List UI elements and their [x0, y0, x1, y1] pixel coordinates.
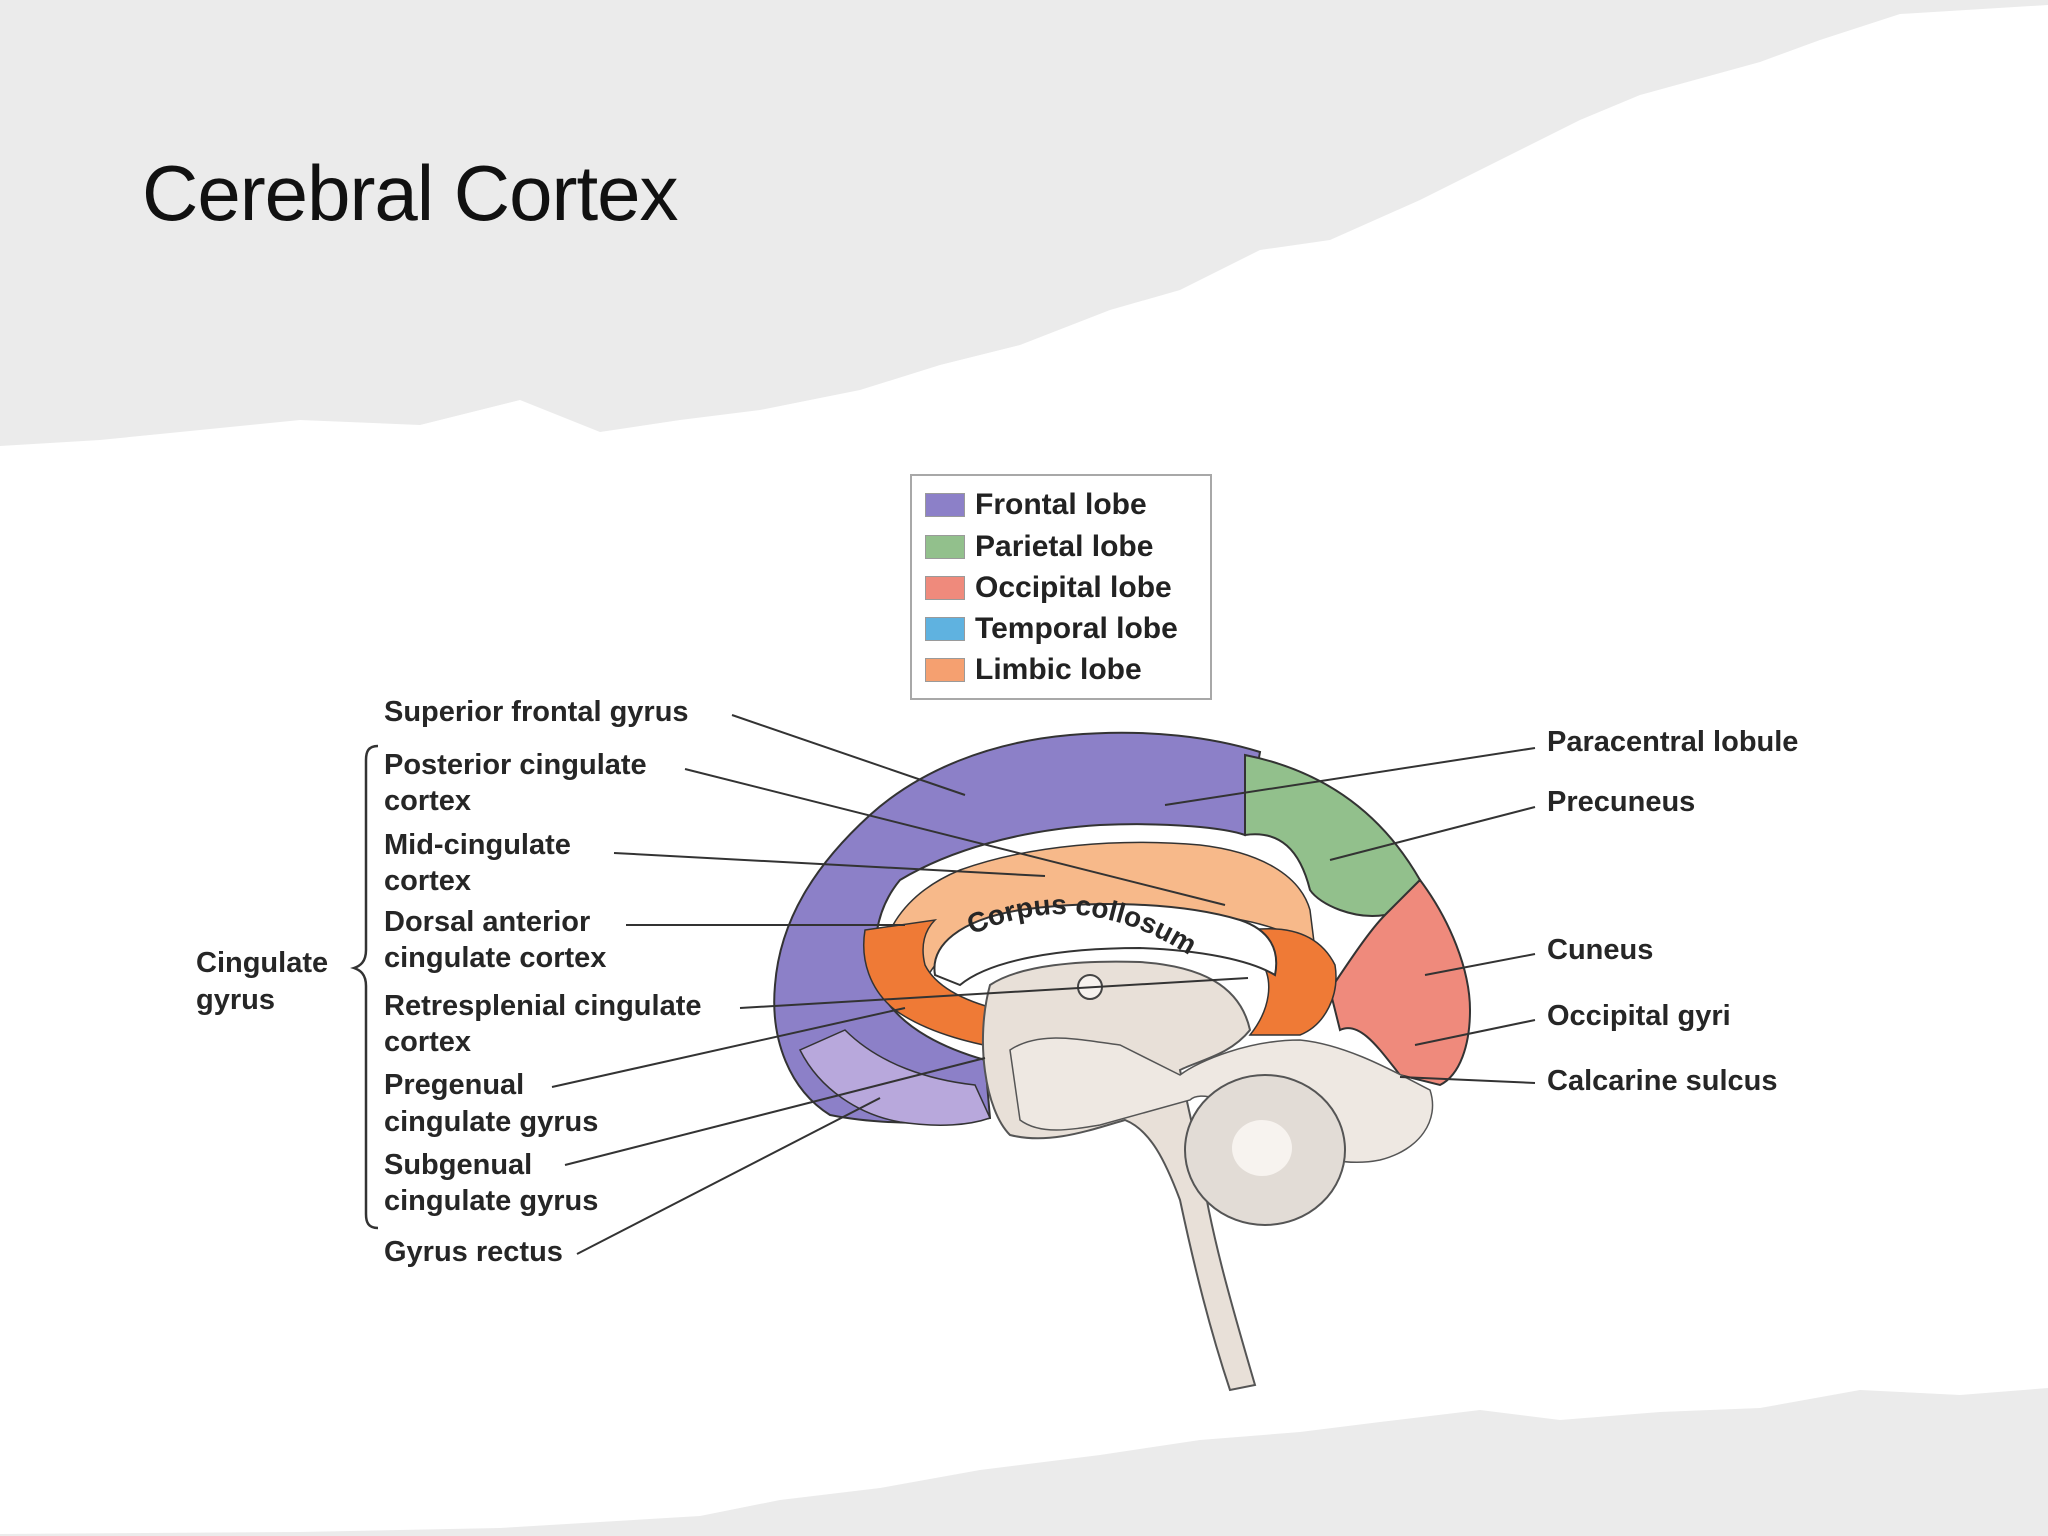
- line-paracentral: [1164, 747, 1536, 806]
- label-calcarine-sulcus: Calcarine sulcus: [1547, 1065, 1778, 1097]
- label-dorsal-anterior-line1: Dorsal anterior: [384, 906, 591, 938]
- label-cuneus: Cuneus: [1547, 934, 1654, 966]
- legend-label-frontal: Frontal lobe: [975, 488, 1147, 521]
- legend-item-parietal: Parietal lobe: [925, 530, 1154, 563]
- label-cingulate-gyrus-line2: gyrus: [196, 984, 275, 1016]
- legend-label-parietal: Parietal lobe: [975, 530, 1154, 563]
- label-subgenual-line2: cingulate gyrus: [384, 1185, 599, 1217]
- line-posterior-cingulate: [684, 768, 1226, 906]
- line-occipital-gyri: [1414, 1019, 1536, 1046]
- line-subgenual: [564, 1057, 986, 1166]
- legend-swatch-frontal: [925, 493, 965, 517]
- label-mid-cingulate-line1: Mid-cingulate: [384, 829, 571, 861]
- legend-label-occipital: Occipital lobe: [975, 571, 1172, 604]
- line-precuneus: [1329, 806, 1536, 861]
- legend-item-occipital: Occipital lobe: [925, 571, 1172, 604]
- parietal-lobe-region: [1244, 753, 1422, 917]
- label-cingulate-gyrus-line1: Cingulate: [196, 947, 329, 979]
- label-posterior-cingulate-line2: cortex: [384, 785, 472, 817]
- gyrus-rectus-region: [798, 1029, 992, 1126]
- bottom-gray-band: [0, 1388, 2048, 1536]
- label-retrosplenial-line1: Retresplenial cingulate: [384, 990, 702, 1022]
- legend-item-limbic: Limbic lobe: [925, 653, 1142, 686]
- legend-swatch-limbic: [925, 658, 965, 682]
- cingulate-bracket: [350, 744, 379, 1230]
- legend-swatch-parietal: [925, 535, 965, 559]
- legend-swatch-temporal: [925, 617, 965, 641]
- label-dorsal-anterior-line2: cingulate cortex: [384, 942, 607, 974]
- line-pregenual: [551, 1007, 906, 1088]
- label-mid-cingulate-line2: cortex: [384, 865, 472, 897]
- legend-label-temporal: Temporal lobe: [975, 612, 1178, 645]
- legend-swatch-occipital: [925, 576, 965, 600]
- label-occipital-gyri: Occipital gyri: [1547, 1000, 1731, 1032]
- leader-lines: [551, 714, 1536, 1255]
- legend-item-temporal: Temporal lobe: [925, 612, 1178, 645]
- line-cuneus: [1424, 953, 1536, 976]
- line-gyrus-rectus: [576, 1097, 881, 1255]
- label-posterior-cingulate-line1: Posterior cingulate: [384, 749, 647, 781]
- slide-title: Cerebral Cortex: [142, 149, 679, 237]
- label-precuneus: Precuneus: [1547, 786, 1696, 818]
- label-paracentral-lobule: Paracentral lobule: [1547, 726, 1799, 758]
- label-retrosplenial-line2: cortex: [384, 1026, 472, 1058]
- legend-box: Frontal lobe Parietal lobe Occipital lob…: [910, 474, 1212, 700]
- frontal-lobe-region: [773, 731, 1262, 1124]
- corpus-callosum-shape: [933, 903, 1278, 987]
- cerebellum-core: [1232, 1120, 1292, 1176]
- line-calcarine: [1399, 1076, 1536, 1084]
- occipital-lobe-region: [1328, 878, 1472, 1087]
- line-superior-frontal: [731, 714, 966, 796]
- line-retrosplenial: [739, 977, 1249, 1009]
- label-pregenual-line1: Pregenual: [384, 1069, 525, 1101]
- label-pregenual-line2: cingulate gyrus: [384, 1106, 599, 1138]
- top-gray-band: [0, 0, 2048, 446]
- line-mid-cingulate: [613, 852, 1046, 877]
- label-gyrus-rectus: Gyrus rectus: [384, 1236, 563, 1268]
- label-superior-frontal-gyrus: Superior frontal gyrus: [384, 696, 689, 728]
- legend-item-frontal: Frontal lobe: [925, 488, 1147, 521]
- label-subgenual-line1: Subgenual: [384, 1149, 533, 1181]
- legend-label-limbic: Limbic lobe: [975, 653, 1142, 686]
